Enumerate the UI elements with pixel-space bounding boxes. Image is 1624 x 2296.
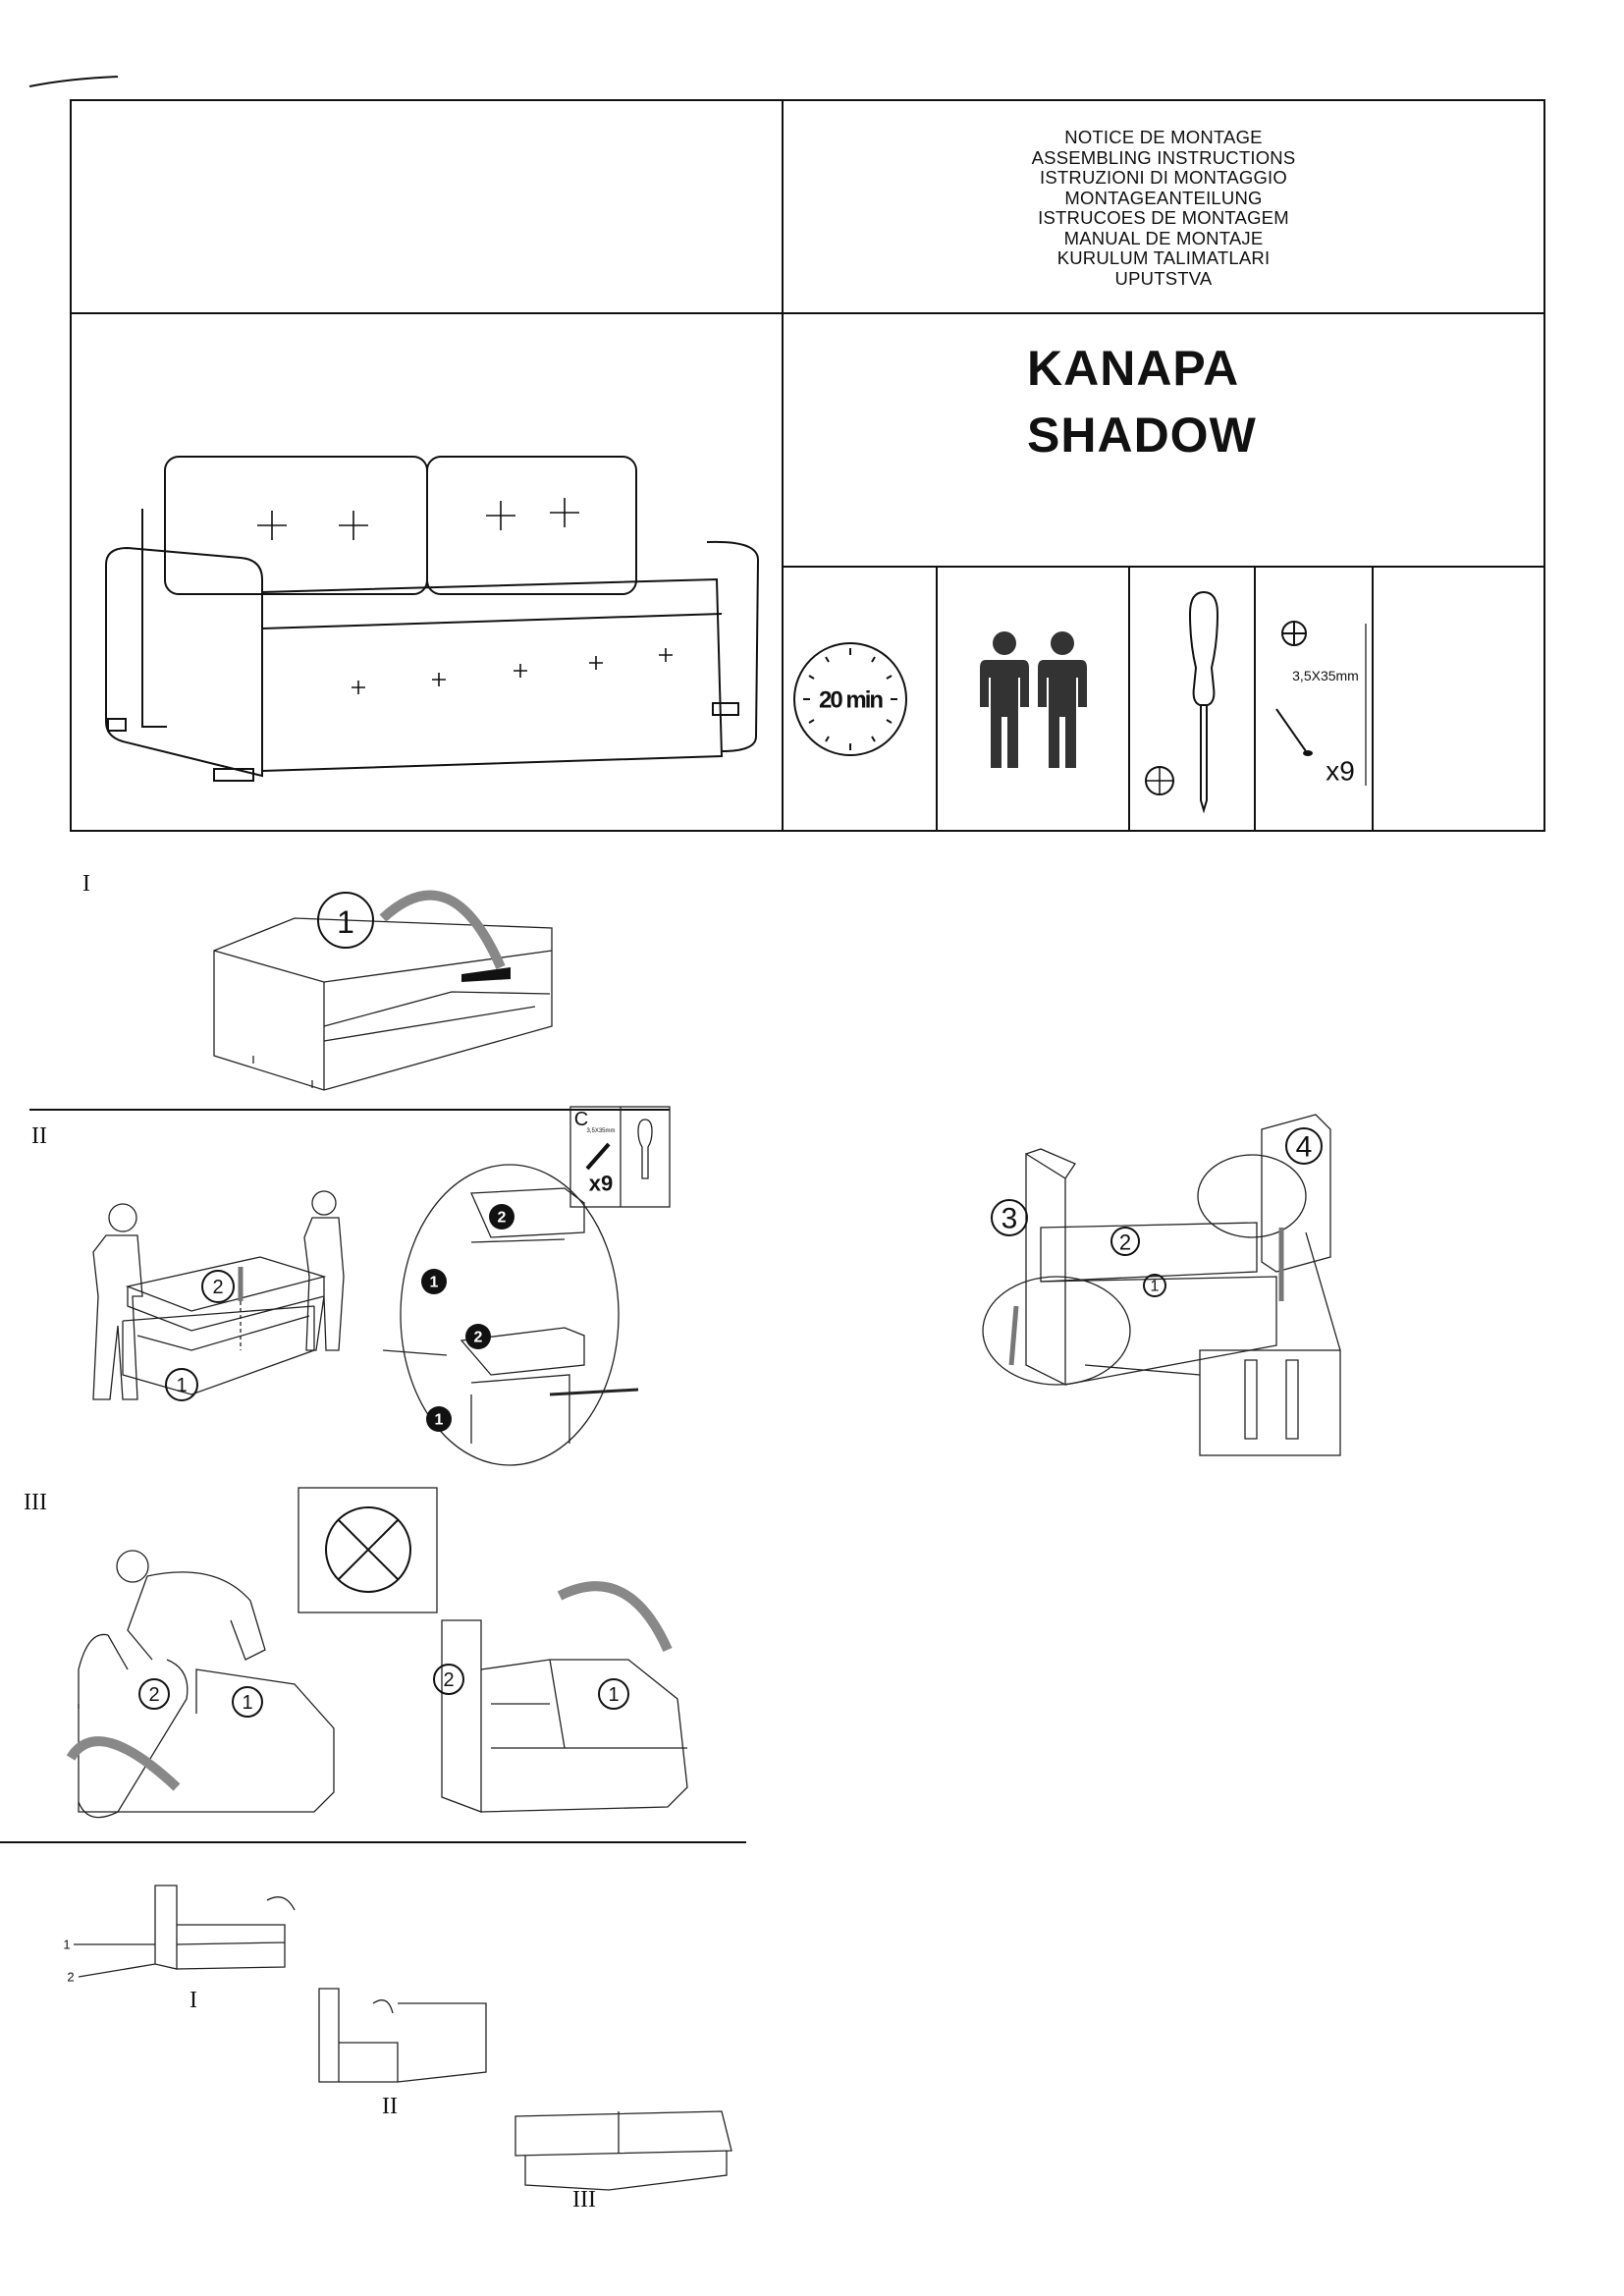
callout-4: 4 [1296,1131,1313,1164]
phase-label-1: I [189,1988,197,2013]
title-fr: NOTICE DE MONTAGE [1064,127,1263,147]
product-type: KANAPA [1027,341,1240,396]
callout-1: 1 [242,1692,252,1714]
title-de: MONTAGEANTEILUNG [1064,187,1263,208]
part-label-1: 1 [63,1938,70,1952]
inset-callout-1: 1 [430,1275,439,1291]
header-frame [28,76,1545,832]
phase-label-2: II [382,2094,398,2119]
callout-1: 1 [337,904,354,940]
armrest-assembly-diagram: 4 3 2 1 [982,1114,1341,1456]
product-name: SHADOW [1027,408,1257,463]
title-it: ISTRUZIONI DI MONTAGGIO [1040,167,1287,188]
title-en: ASSEMBLING INSTRUCTIONS [1031,146,1296,168]
inset-callout-1: 1 [435,1412,444,1429]
callout-3: 3 [1001,1203,1018,1235]
phillips-screwdriver-icon [1145,590,1219,814]
detail-inset: 2 1 2 1 [421,1204,514,1432]
instruction-titles: NOTICE DE MONTAGE ASSEMBLING INSTRUCTION… [783,127,1544,289]
sofa-illustration [105,456,760,782]
clock-icon: 20 min [793,642,907,756]
screw-count: x9 [1326,756,1355,787]
callout-2: 2 [148,1684,159,1706]
inset-callout-2: 2 [474,1330,483,1346]
title-tr: KURULUM TALIMATLARI [1056,247,1271,268]
kit-count: x9 [589,1172,613,1196]
step-1-label: I [82,871,90,897]
unfolding-sequence: 1 2 I II III [63,1885,732,2213]
step-2: II 2 1 2 1 2 [31,1106,671,1466]
callout-1: 1 [608,1684,619,1706]
two-persons-icon [980,631,1087,768]
callout-2: 2 [212,1277,223,1298]
hardware-kit-box: C 3,5X35mm x9 [569,1106,671,1208]
screw-size: 3,5X35mm [1292,668,1359,683]
step-2-label: II [31,1123,47,1149]
callout-1: 1 [1151,1279,1160,1295]
step-1: I 1 [82,871,553,1091]
no-lifting-icon [298,1487,438,1613]
callout-2: 2 [1119,1230,1131,1255]
callout-2: 2 [443,1669,454,1691]
title-es: MANUAL DE MONTAJE [1063,227,1264,248]
part-label-2: 2 [67,1970,74,1985]
assembly-time: 20 min [819,687,883,714]
screw-spec: 3,5X35mm x9 [1275,621,1367,787]
title-sr: UPUTSTVA [1114,267,1213,289]
kit-letter: C [574,1109,588,1130]
phase-label-3: III [572,2187,596,2213]
step-3: III 2 1 2 1 [24,1487,688,1819]
step-3-label: III [24,1490,47,1515]
title-pt: ISTRUCOES DE MONTAGEM [1038,207,1289,228]
kit-size: 3,5X35mm [586,1128,615,1134]
inset-callout-2: 2 [498,1210,507,1227]
callout-1: 1 [176,1375,187,1396]
